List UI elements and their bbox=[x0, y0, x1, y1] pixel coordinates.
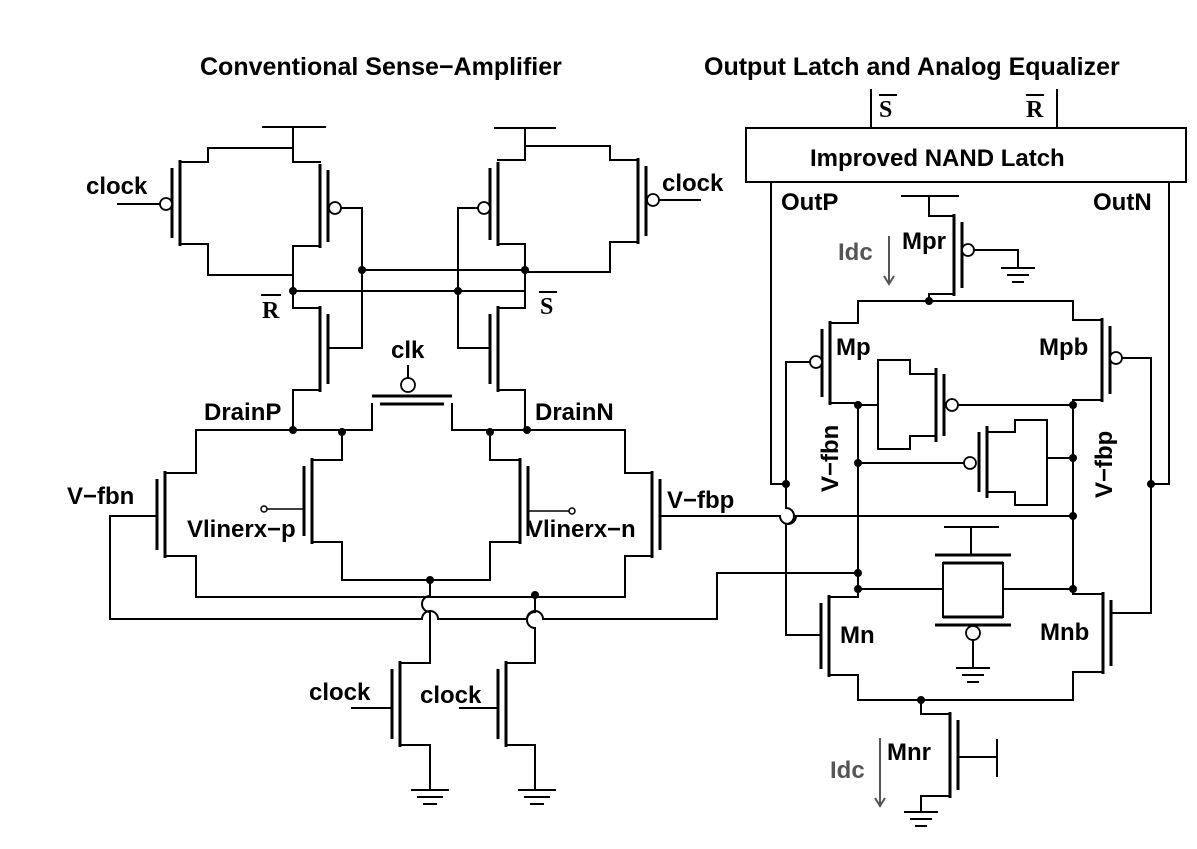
label-vlinerx-p: Vlinerx−p bbox=[187, 516, 296, 543]
label-idc-top: Idc bbox=[838, 239, 873, 266]
label-mnb: Mnb bbox=[1040, 619, 1089, 646]
output-latch bbox=[745, 89, 1187, 827]
label-drainp: DrainP bbox=[204, 399, 281, 426]
label-v-fbp-rotated: V−fbp bbox=[1091, 431, 1118, 498]
label-clk: clk bbox=[391, 337, 425, 364]
label-mp: Mp bbox=[836, 334, 871, 361]
label-mpr: Mpr bbox=[902, 228, 946, 255]
label-v-fbp-mid: V−fbp bbox=[667, 487, 734, 514]
label-improved-nand-latch: Improved NAND Latch bbox=[810, 145, 1065, 172]
improved-nand-latch bbox=[745, 127, 1187, 183]
label-mn: Mn bbox=[840, 622, 875, 649]
label-mpb: Mpb bbox=[1039, 334, 1088, 361]
label-clock-top-left: clock bbox=[86, 173, 148, 200]
label-drainn: DrainN bbox=[535, 399, 614, 426]
label-clock-top-right: clock bbox=[662, 170, 724, 197]
label-clock-bottom-left: clock bbox=[309, 679, 371, 706]
label-outp: OutP bbox=[781, 189, 838, 216]
label-idc-bottom: Idc bbox=[830, 757, 865, 784]
label-s-bar-left: S bbox=[540, 294, 553, 320]
label-vlinerx-n: Vlinerx−n bbox=[527, 516, 636, 543]
label-mnr: Mnr bbox=[887, 739, 931, 766]
label-r-bar-left: R bbox=[262, 298, 280, 324]
label-v-fbn-rotated: V−fbn bbox=[817, 425, 844, 492]
sense-amplifier bbox=[109, 126, 1074, 805]
label-r-bar-top: R bbox=[1026, 97, 1044, 123]
label-clock-bottom-right: clock bbox=[420, 682, 482, 709]
label-v-fbn-left: V−fbn bbox=[67, 483, 134, 510]
title-sense-amplifier: Conventional Sense−Amplifier bbox=[200, 53, 562, 81]
label-outn: OutN bbox=[1093, 189, 1152, 216]
title-output-latch: Output Latch and Analog Equalizer bbox=[704, 53, 1120, 81]
label-s-bar-top: S bbox=[879, 97, 892, 123]
